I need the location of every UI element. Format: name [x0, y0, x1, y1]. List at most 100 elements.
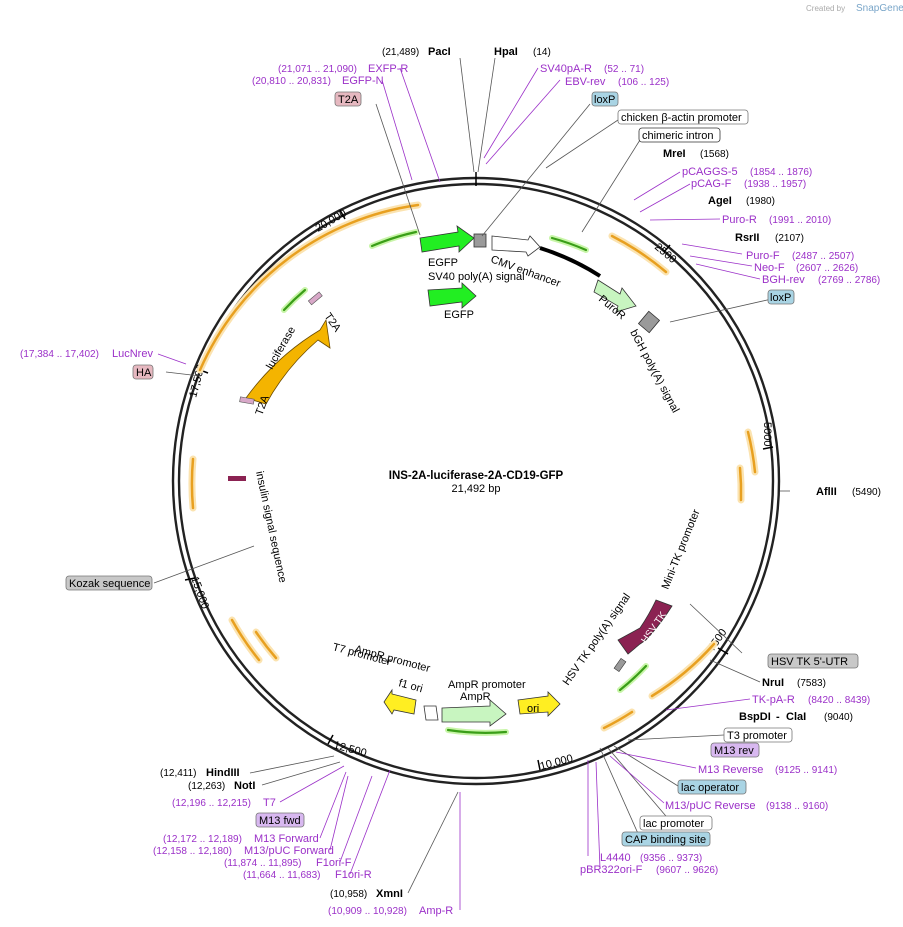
label-hsv-tk-5utr: HSV TK 5'-UTR [771, 656, 848, 668]
primer-m13-forward-pos: (12,172 .. 12,189) [163, 834, 242, 845]
primer-lucnrev-pos: (17,384 .. 17,402) [20, 349, 99, 360]
primer-f1ori-r: F1ori-R [335, 869, 372, 881]
plasmid-length: 21,492 bp [452, 483, 501, 495]
enzyme-noti-pos: (12,263) [188, 781, 225, 792]
primer-exfp-r-pos: (21,071 .. 21,090) [278, 64, 357, 75]
bgh-polya-label: bGH poly(A) signal [627, 328, 681, 415]
sv40-polya-label: SV40 poly(A) signal [428, 271, 525, 283]
primer-f1ori-f: F1ori-F [316, 857, 352, 869]
primer-m13-reverse-pos: (9125 .. 9141) [775, 765, 837, 776]
enzyme-rsrii: RsrII [735, 232, 759, 244]
label-loxp-right: loxP [770, 292, 791, 304]
chimeric-intron-arc [539, 246, 602, 278]
enzyme-rsrii-pos: (2107) [775, 233, 804, 244]
label-lac-promoter: lac promoter [643, 818, 704, 830]
primer-f1ori-f-pos: (11,874 .. 11,895) [224, 858, 301, 869]
sv40-polya-box [473, 233, 487, 248]
primer-puro-r-pos: (1991 .. 2010) [769, 215, 831, 226]
primer-egfp-n-pos: (20,810 .. 20,831) [252, 76, 331, 87]
primer-l4440-pos: (9356 .. 9373) [640, 853, 702, 864]
created-by-text: Created by [806, 4, 845, 13]
primer-puro-r: Puro-R [722, 214, 757, 226]
enzyme-aflii: AflII [816, 486, 837, 498]
ampr-promoter-box [423, 705, 439, 721]
puror-arrow [593, 279, 637, 313]
primer-f1ori-r-pos: (11,664 .. 11,683) [243, 870, 320, 881]
hsv-tk-arrow [617, 599, 673, 655]
enzyme-aflii-pos: (5490) [852, 487, 881, 498]
ampr-arrow [441, 699, 507, 727]
enzyme-clai-pos: (9040) [824, 712, 853, 723]
primer-tk-pa-r: TK-pA-R [752, 694, 795, 706]
label-ha: HA [136, 367, 152, 379]
enzyme-hindiii-pos: (12,411) [160, 768, 197, 779]
plasmid-name: INS-2A-luciferase-2A-CD19-GFP [389, 470, 564, 482]
primer-puro-f: Puro-F [746, 250, 780, 262]
label-m13-rev: M13 rev [714, 745, 754, 757]
enzyme-hpai: HpaI [494, 46, 518, 58]
snapgene-logo: SnapGene [856, 3, 903, 14]
f1-ori-label: f1 ori [397, 677, 424, 695]
cmv-enhancer-arrow [491, 235, 541, 257]
primer-l4440: L4440 [600, 852, 631, 864]
enzyme-noti: NotI [234, 780, 255, 792]
label-t3-promoter: T3 promoter [727, 730, 787, 742]
primer-lucnrev: LucNrev [112, 348, 153, 360]
primer-sv40pa-r: SV40pA-R [540, 63, 592, 75]
enzyme-mrei-pos: (1568) [700, 149, 729, 160]
insulin-signal-label: insulin signal sequence [253, 470, 288, 584]
primer-amp-r-pos: (10,909 .. 10,928) [328, 906, 407, 917]
label-cap-binding-site: CAP binding site [625, 834, 706, 846]
egfp-arrow-2 [427, 282, 477, 309]
enzyme-bspdi: BspDI [739, 711, 771, 723]
enzyme-bspdi-sep: - [776, 711, 780, 723]
enzyme-xmni-pos: (10,958) [330, 889, 367, 900]
primer-egfp-n: EGFP-N [342, 75, 384, 87]
egfp-label-2: EGFP [444, 309, 474, 321]
enzyme-hindiii: HindIII [206, 767, 240, 779]
primer-neo-f-pos: (2607 .. 2626) [796, 263, 858, 274]
enzyme-paci: PacI [428, 46, 451, 58]
primer-m13-forward: M13 Forward [254, 833, 319, 845]
label-m13-fwd: M13 fwd [259, 815, 301, 827]
ori-arrow [517, 691, 561, 717]
f1-ori-arrow [383, 688, 417, 715]
enzyme-paci-pos: (21,489) [382, 47, 419, 58]
egfp-label-1: EGFP [428, 257, 458, 269]
primer-m13puc-reverse-pos: (9138 .. 9160) [766, 801, 828, 812]
label-kozak: Kozak sequence [69, 578, 150, 590]
primer-exfp-r: EXFP-R [368, 63, 408, 75]
primer-m13puc-forward-pos: (12,158 .. 12,180) [153, 846, 232, 857]
luciferase-arrow [245, 318, 331, 405]
t2a-feature-bottom [239, 396, 255, 405]
hsv-tk-polya-box [613, 657, 627, 673]
mini-tk-label: Mini-TK promoter [660, 508, 703, 592]
primer-puro-f-pos: (2487 .. 2507) [792, 251, 854, 262]
ampr-label: AmpR [460, 691, 491, 703]
primer-t7-pos: (12,196 .. 12,215) [172, 798, 251, 809]
label-t2a-box: T2A [338, 94, 359, 106]
primer-m13-reverse: M13 Reverse [698, 764, 763, 776]
primer-ebv-rev: EBV-rev [565, 76, 606, 88]
egfp-arrow-1 [419, 225, 475, 253]
primer-t7: T7 [263, 797, 276, 809]
tick-5000: 5000 [761, 422, 773, 446]
primer-pbr322ori-f-pos: (9607 .. 9626) [656, 865, 718, 876]
enzyme-agei: AgeI [708, 195, 732, 207]
enzyme-clai: ClaI [786, 711, 806, 723]
enzyme-xmni: XmnI [376, 888, 403, 900]
label-chicken-actin-promoter: chicken β-actin promoter [621, 112, 742, 124]
primer-amp-r: Amp-R [419, 905, 453, 917]
green-arcs [281, 229, 649, 736]
primer-pcag-f-pos: (1938 .. 1957) [744, 179, 806, 190]
t2a-feature-top [307, 291, 323, 306]
primer-pcag-f: pCAG-F [691, 178, 732, 190]
ampr-promoter-label-1: AmpR promoter [448, 679, 526, 691]
primer-sv40pa-r-pos: (52 .. 71) [604, 64, 644, 75]
ori-label: ori [527, 703, 539, 715]
orf-arcs [188, 201, 759, 732]
enzyme-mrei: MreI [663, 148, 686, 160]
enzyme-hpai-pos: (14) [533, 47, 551, 58]
bgh-polya-box [637, 310, 661, 334]
